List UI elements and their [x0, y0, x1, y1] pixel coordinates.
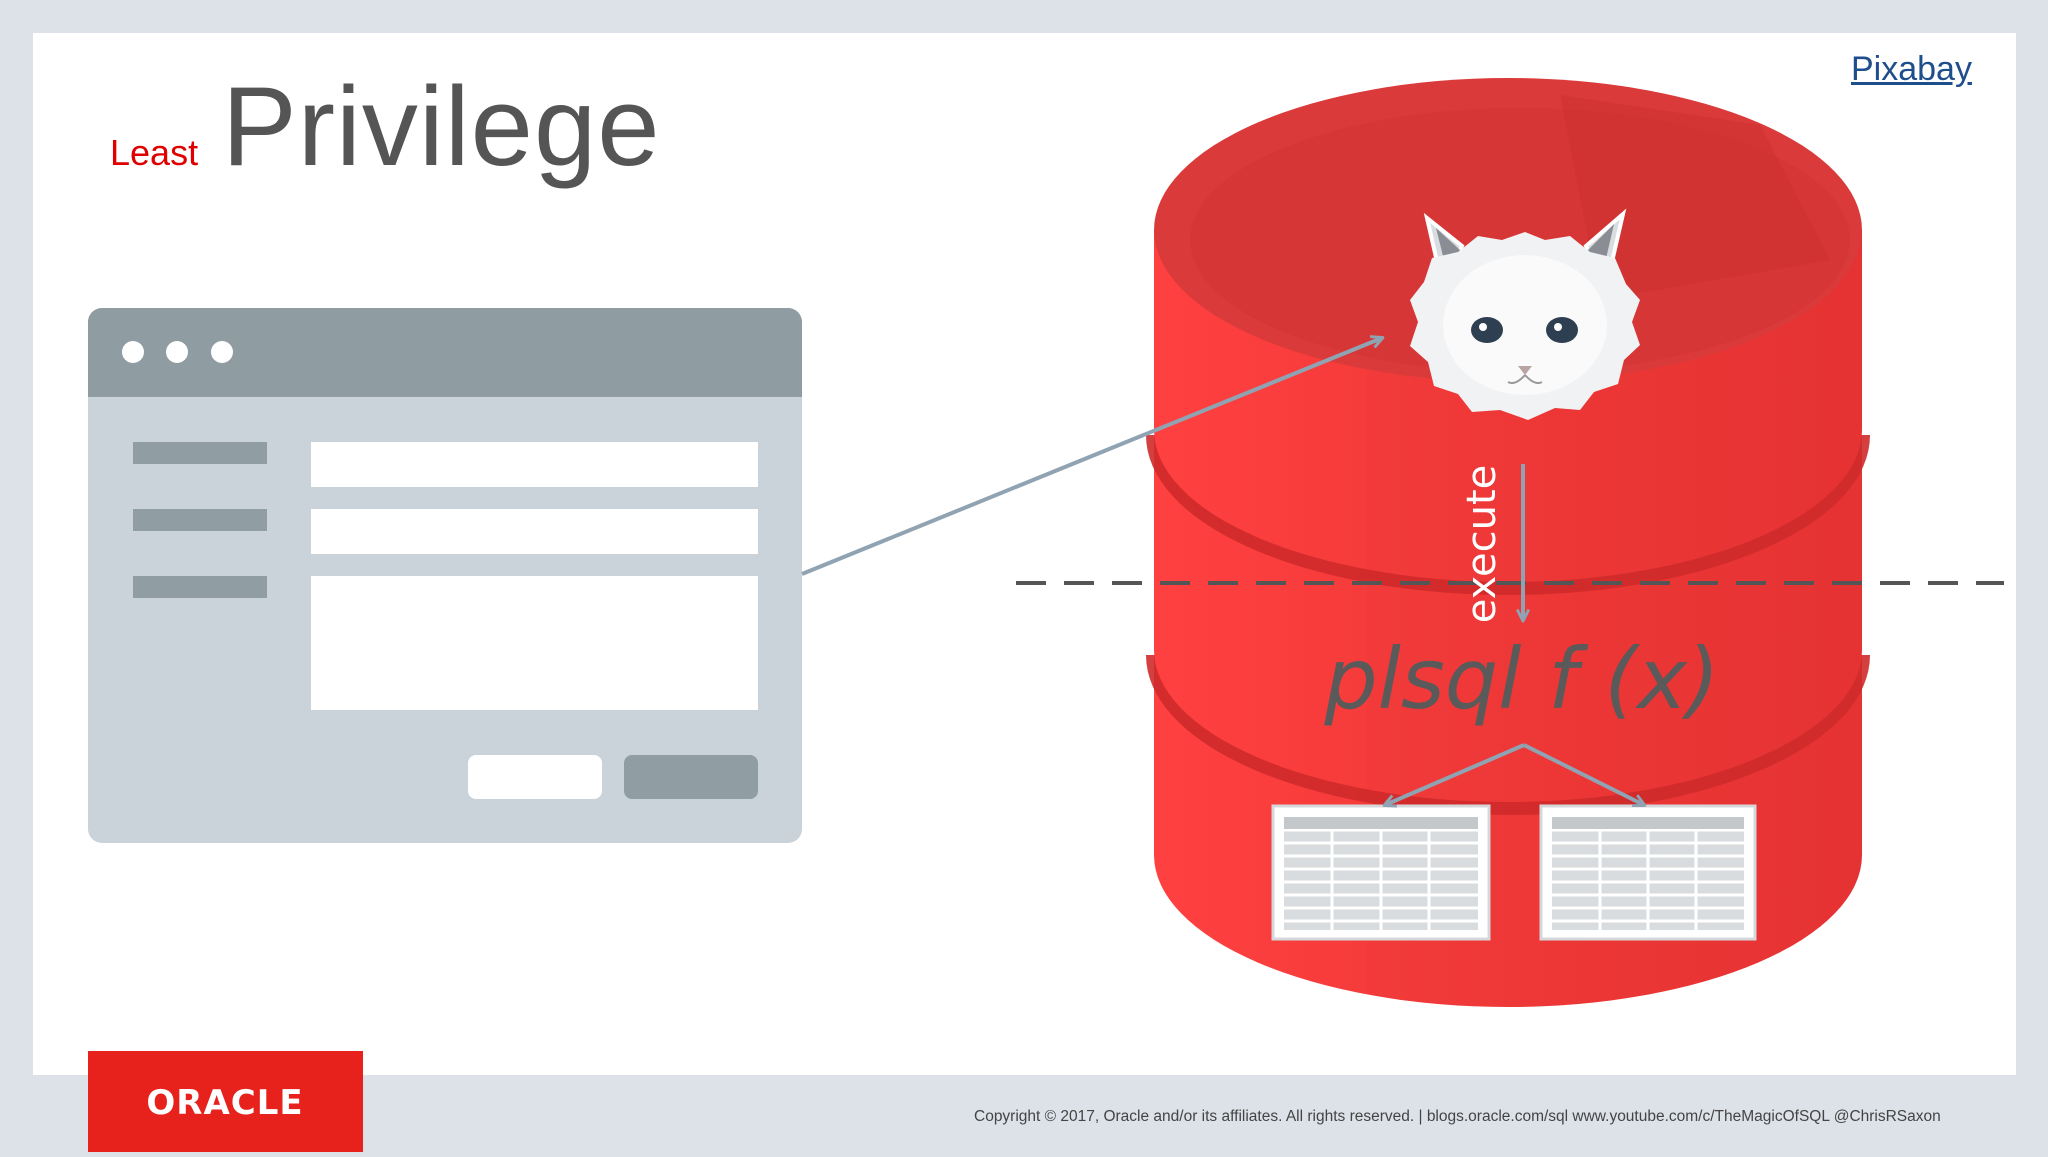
form-label-placeholder	[133, 442, 267, 464]
function-to-table-arrow	[1385, 743, 1525, 805]
form-label-placeholder	[133, 576, 267, 598]
oracle-logo: ORACLE	[88, 1051, 363, 1152]
window-dot-icon	[166, 341, 188, 363]
table-icon	[1539, 804, 1757, 941]
database-cylinder	[1146, 78, 1870, 1007]
title-prefix: Least	[110, 132, 199, 173]
execute-label: execute	[1459, 465, 1505, 624]
table-icon	[1271, 804, 1491, 941]
footer-copyright: Copyright © 2017, Oracle and/or its affi…	[974, 1108, 1941, 1125]
form-input-placeholder	[311, 442, 758, 487]
window-titlebar	[88, 308, 802, 397]
oracle-wordmark: ORACLE	[146, 1083, 303, 1123]
app-to-schema-arrow	[801, 338, 1382, 576]
window-dot-icon	[122, 341, 144, 363]
function-to-table-arrow	[1523, 743, 1644, 805]
form-label-placeholder	[133, 509, 267, 531]
form-button-placeholder	[624, 755, 758, 799]
form-button-placeholder	[468, 755, 602, 799]
slide-title: Privilege	[222, 64, 661, 189]
pixabay-link[interactable]: Pixabay	[1851, 50, 1972, 88]
window-dot-icon	[211, 341, 233, 363]
form-textarea-placeholder	[311, 576, 758, 710]
app-window-mockup	[88, 308, 802, 843]
form-input-placeholder	[311, 509, 758, 554]
function-label: plsql f (x)	[1323, 630, 1719, 728]
cat-icon	[1410, 208, 1640, 420]
